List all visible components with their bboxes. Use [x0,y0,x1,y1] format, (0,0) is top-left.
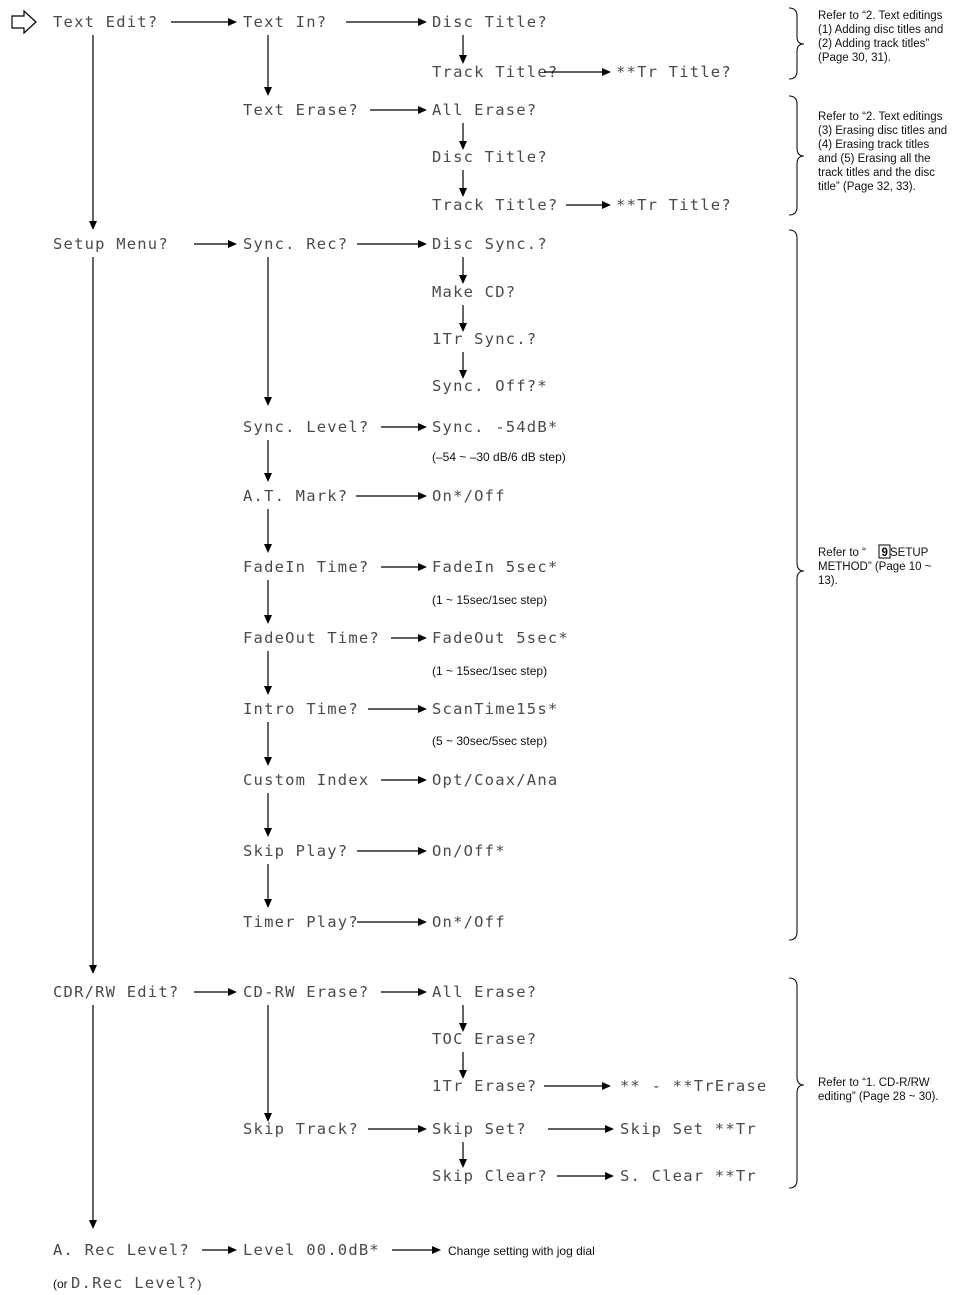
all-erase-label: All Erase? [432,101,537,119]
rec-level-value: Level 00.0dB* [243,1241,380,1259]
tr-erase-value: ** - **TrErase [620,1077,767,1095]
tr-title-label: **Tr Title? [616,63,732,81]
one-tr-erase-label: 1Tr Erase? [432,1077,537,1095]
custom-index-value: Opt/Coax/Ana [432,771,558,789]
note-text-erase: Refer to “2. Text editings (3) Erasing d… [818,111,950,193]
track-title-erase-label: Track Title? [432,196,558,214]
sync-level-value: Sync. -54dB* [432,418,558,436]
fadeout-value: FadeOut 5sec* [432,629,569,647]
svg-text:METHOD” (Page 10 ~ 13).: METHOD” (Page 10 ~ 13). [818,561,935,587]
timer-play-value: On*/Off [432,913,506,931]
brace-cdrw [788,977,805,1189]
toc-erase-label: TOC Erase? [432,1030,537,1048]
text-erase-label: Text Erase? [243,101,359,119]
svg-text:Refer to “: Refer to “ [818,547,866,559]
fadein-range: (1 ~ 15sec/1sec step) [432,593,547,607]
all-erase-cdrw-label: All Erase? [432,983,537,1001]
section-number-badge: 9 [882,547,888,559]
skip-clear-value: S. Clear **Tr [620,1167,757,1185]
timer-play-label: Timer Play? [243,913,359,931]
cdrw-erase-label: CD-RW Erase? [243,983,369,1001]
intro-range: (5 ~ 30sec/5sec step) [432,734,547,748]
skip-play-value: On/Off* [432,842,506,860]
cdrw-edit-label: CDR/RW Edit? [53,983,179,1001]
skip-set-label: Skip Set? [432,1120,527,1138]
sync-level-range: (–54 ~ –30 dB/6 dB step) [432,450,566,464]
note-text-in: Refer to “2. Text editings (1) Adding di… [818,10,947,64]
rec-level-alt: (or D.Rec Level?) [53,1274,201,1292]
setup-menu-label: Setup Menu? [53,235,169,253]
rec-level-label: A. Rec Level? [53,1241,190,1259]
skip-play-label: Skip Play? [243,842,348,860]
fadein-time-label: FadeIn Time? [243,558,369,576]
fadein-value: FadeIn 5sec* [432,558,558,576]
text-in-label: Text In? [243,13,327,31]
note-cdrw: Refer to “1. CD-R/RW editing” (Page 28 ~… [818,1077,939,1103]
disc-title-label: Disc Title? [432,13,548,31]
fadeout-time-label: FadeOut Time? [243,629,380,647]
make-cd-label: Make CD? [432,283,516,301]
brace-setup [788,229,805,941]
skip-clear-label: Skip Clear? [432,1167,548,1185]
intro-time-label: Intro Time? [243,700,359,718]
text-edit-label: Text Edit? [53,13,158,31]
svg-text:SETUP: SETUP [890,547,929,559]
skip-set-value: Skip Set **Tr [620,1120,757,1138]
sync-rec-label: Sync. Rec? [243,235,348,253]
at-mark-value: On*/Off [432,487,506,505]
skip-track-label: Skip Track? [243,1120,359,1138]
track-title-label: Track Title? [432,63,558,81]
rec-level-note: Change setting with jog dial [448,1244,595,1258]
start-arrow-icon [11,9,37,35]
tr-title-erase-label: **Tr Title? [616,196,732,214]
sync-off-label: Sync. Off?* [432,377,548,395]
disc-title-erase-label: Disc Title? [432,148,548,166]
brace-text-in [788,7,805,80]
fadeout-range: (1 ~ 15sec/1sec step) [432,664,547,678]
sync-level-label: Sync. Level? [243,418,369,436]
disc-sync-label: Disc Sync.? [432,235,548,253]
at-mark-label: A.T. Mark? [243,487,348,505]
custom-index-label: Custom Index [243,771,369,789]
intro-value: ScanTime15s* [432,700,558,718]
note-setup: Refer to “ 9 SETUP METHOD” (Page 10 ~ 13… [818,544,935,587]
one-tr-sync-label: 1Tr Sync.? [432,330,537,348]
brace-text-erase [788,95,805,216]
